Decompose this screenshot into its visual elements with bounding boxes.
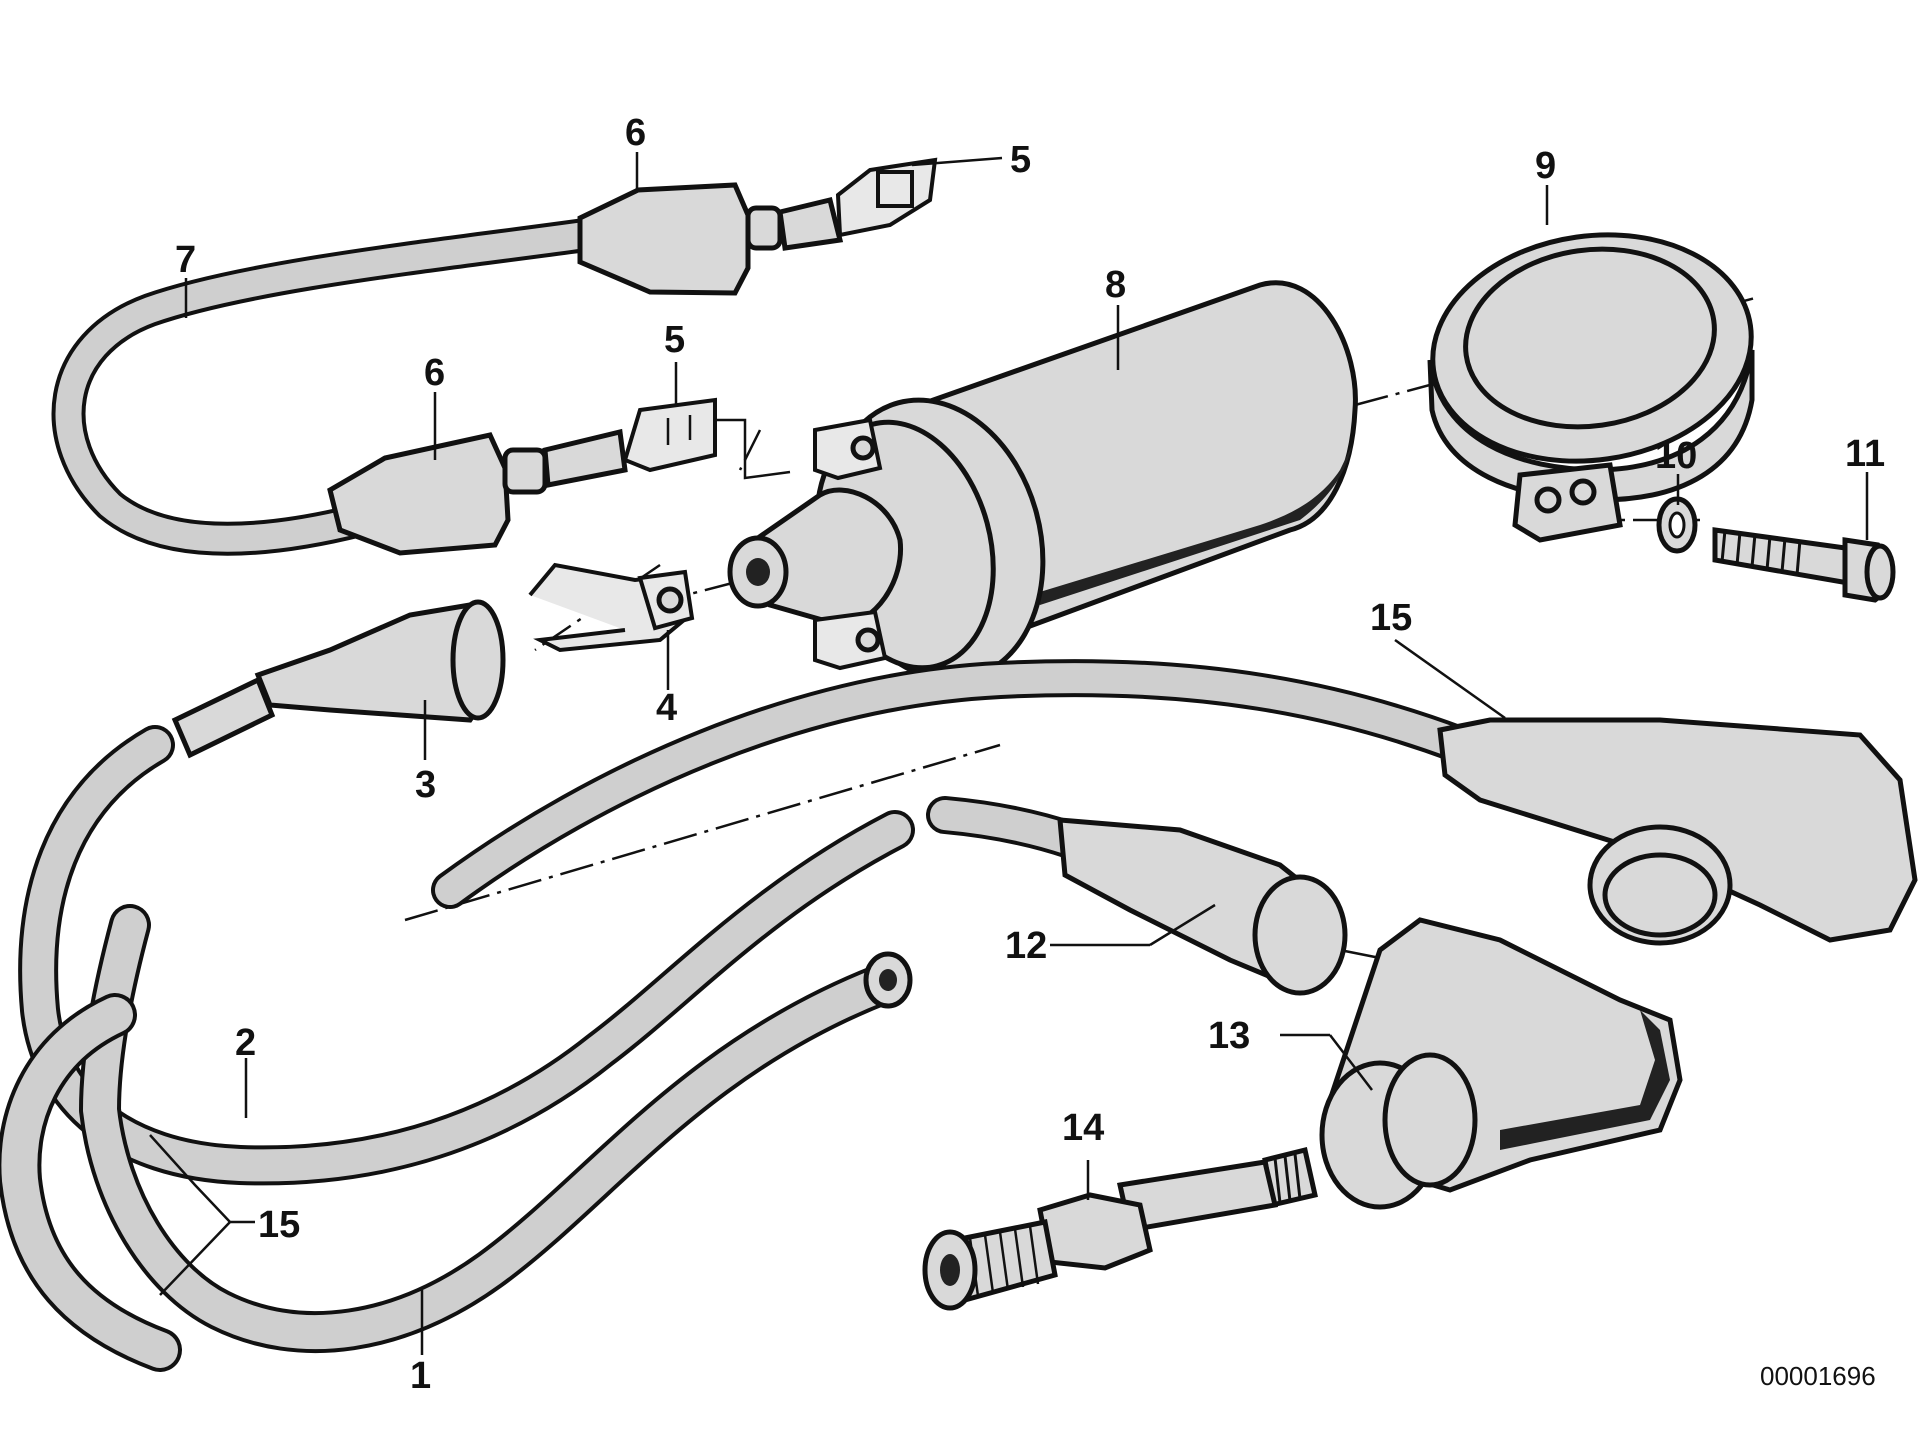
plug-cap-15 [1394,638,1918,946]
callout-4: 4 [656,687,677,729]
boot-6-lower [327,428,628,556]
callout-15-lower: 15 [258,1204,300,1246]
connector-12 [926,796,1348,996]
callout-5-lower: 5 [664,319,685,361]
callout-6-lower: 6 [424,352,445,394]
callout-3: 3 [415,764,436,806]
callout-15-upper: 15 [1370,597,1412,639]
callout-5-upper: 5 [1010,139,1031,181]
boot-6-upper [577,182,844,296]
washer-10 [1656,496,1698,554]
callout-8: 8 [1105,264,1126,306]
lead-15-lower [0,904,913,1372]
lead-2 [18,725,915,1186]
callout-2: 2 [235,1022,256,1064]
leader-lines [149,152,1869,1355]
callout-6-upper: 6 [625,112,646,154]
spring-clip-4 [528,562,695,690]
callout-labels: 1 2 3 4 5 5 6 6 7 8 9 10 11 12 13 14 15 … [175,112,1885,1397]
lead-7 [51,218,602,556]
clamp-9 [1427,185,1755,543]
callout-9: 9 [1535,145,1556,187]
callout-10: 10 [1655,435,1697,477]
terminal-5-upper [835,156,1003,238]
reference-number: 00001696 [1760,1361,1876,1391]
callout-12: 12 [1005,925,1047,967]
boot-3 [171,599,506,760]
callout-11: 11 [1845,433,1885,475]
ignition-coil-8 [727,280,1358,683]
lead-15-upper [431,659,1479,909]
suppressor-cap-13 [1280,917,1683,1210]
spark-plug-14 [922,1146,1318,1311]
callout-13: 13 [1208,1015,1250,1057]
callout-14: 14 [1062,1107,1104,1149]
callout-1: 1 [410,1355,431,1397]
terminal-5-lower [622,397,791,480]
callout-7: 7 [175,239,196,281]
bolt-11 [1712,527,1896,603]
